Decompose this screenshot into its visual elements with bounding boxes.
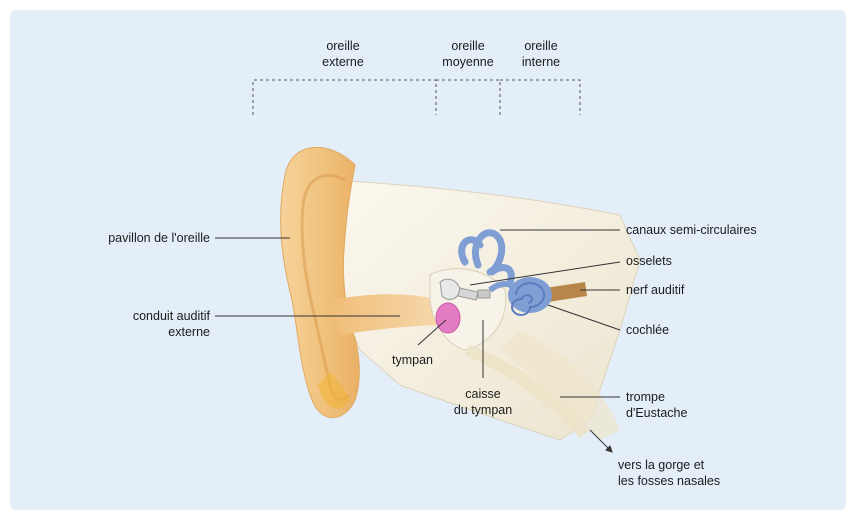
inner-ear-label-line1: oreille	[511, 38, 571, 54]
middle-ear-label: oreille moyenne	[436, 38, 500, 70]
ossicles-label: osselets	[626, 253, 672, 269]
outer-ear-label: oreille externe	[313, 38, 373, 70]
eardrum-label: tympan	[392, 352, 433, 368]
tympanic-cavity-label-line1: caisse	[452, 386, 514, 402]
inner-ear-label-line2: interne	[511, 54, 571, 70]
middle-ear-bracket	[436, 80, 500, 115]
throat-label: vers la gorge et les fosses nasales	[618, 457, 720, 489]
eustachian-tube-label-line2: d'Eustache	[626, 405, 687, 421]
inner-ear-label: oreille interne	[511, 38, 571, 70]
eardrum	[436, 303, 460, 333]
throat-label-line1: vers la gorge et	[618, 457, 720, 473]
cochlea-label: cochlée	[626, 322, 669, 338]
tympanic-cavity-label-line2: du tympan	[452, 402, 514, 418]
ear-canal-label: conduit auditif externe	[90, 308, 210, 340]
ear-canal-label-line2: externe	[90, 324, 210, 340]
outer-ear-label-line1: oreille	[313, 38, 373, 54]
pinna-label: pavillon de l'oreille	[60, 230, 210, 246]
middle-ear-label-line1: oreille	[436, 38, 500, 54]
eustachian-tube-label-line1: trompe	[626, 389, 687, 405]
region-brackets	[253, 80, 580, 115]
outer-ear-bracket	[253, 80, 436, 115]
semicircular-canals-label: canaux semi-circulaires	[626, 222, 757, 238]
outer-ear-label-line2: externe	[313, 54, 373, 70]
eustachian-tube-label: trompe d'Eustache	[626, 389, 687, 421]
inner-ear-bracket	[500, 80, 580, 115]
auditory-nerve-label: nerf auditif	[626, 282, 684, 298]
ear-canal-label-line1: conduit auditif	[90, 308, 210, 324]
middle-ear-label-line2: moyenne	[436, 54, 500, 70]
throat-label-line2: les fosses nasales	[618, 473, 720, 489]
tympanic-cavity-label: caisse du tympan	[452, 386, 514, 418]
